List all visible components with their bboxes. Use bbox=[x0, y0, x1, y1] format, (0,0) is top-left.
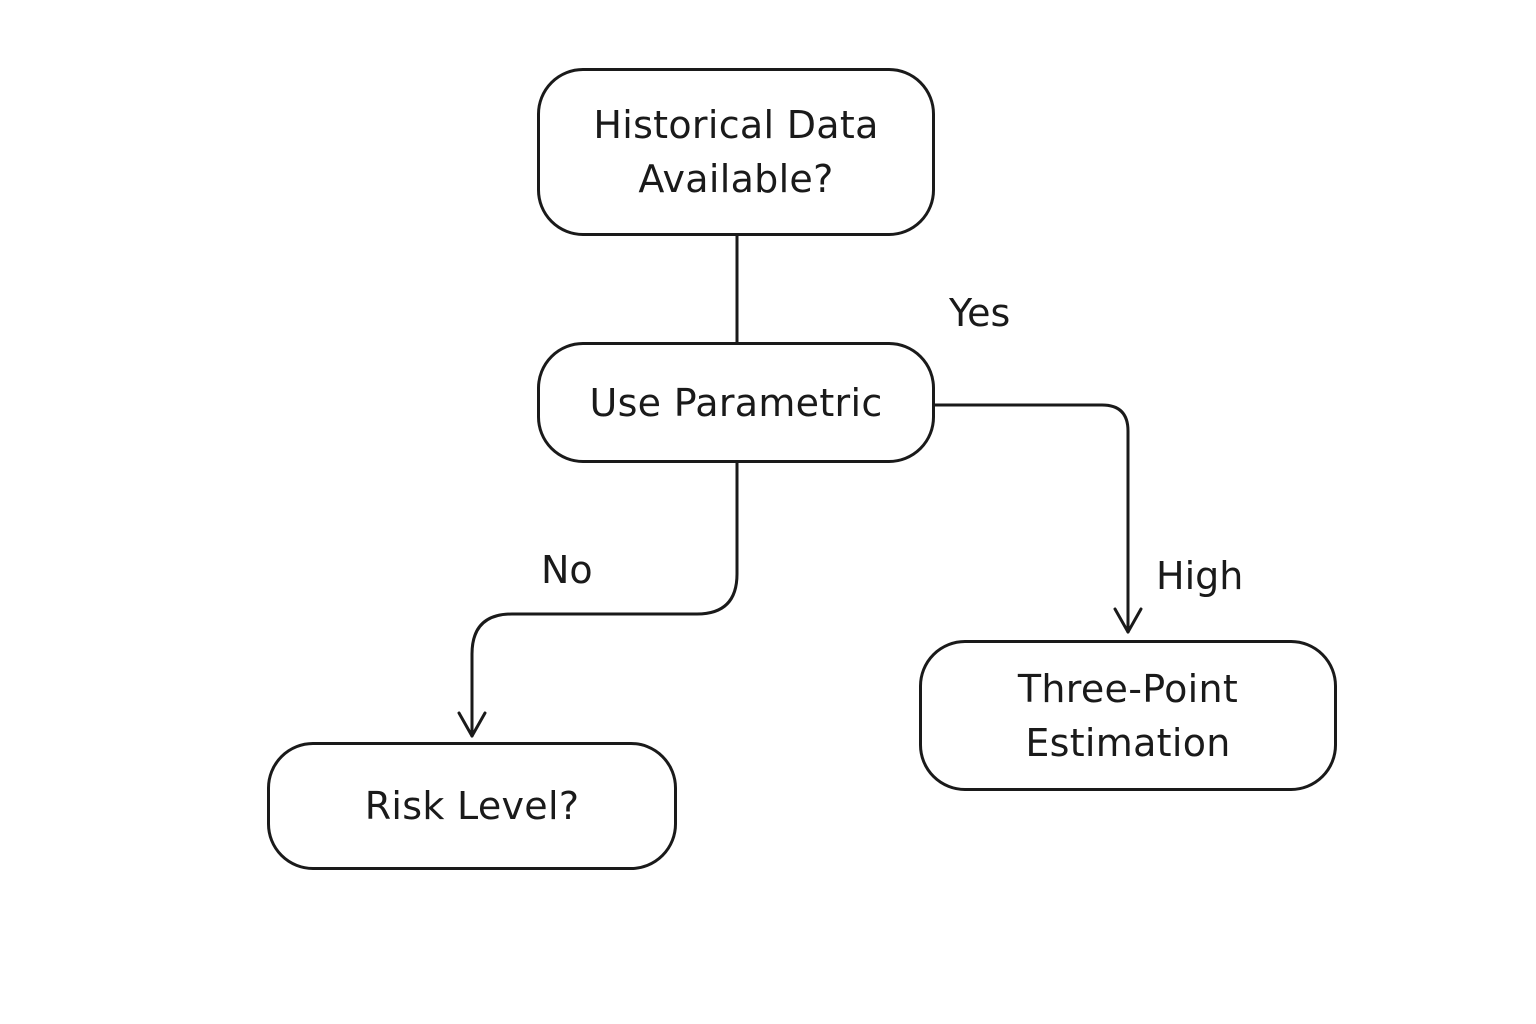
node-threepoint-line1: Three-Point bbox=[1017, 666, 1239, 711]
edge-label-no: No bbox=[541, 548, 593, 592]
node-risk-label: Risk Level? bbox=[364, 784, 580, 828]
connector-parametric-to-risk bbox=[470, 461, 739, 738]
node-historical-line2: Available? bbox=[638, 157, 834, 201]
edge-label-high: High bbox=[1156, 554, 1244, 598]
node-use-parametric: Use Parametric bbox=[537, 342, 935, 463]
node-parametric-label: Use Parametric bbox=[589, 380, 883, 425]
connector-parametric-to-threepoint bbox=[933, 403, 1130, 634]
node-threepoint-line2: Estimation bbox=[1025, 720, 1231, 765]
arrowhead-threepoint bbox=[1113, 607, 1143, 634]
node-historical-data-available: Historical Data Available? bbox=[537, 68, 935, 236]
arrowhead-risk bbox=[457, 711, 487, 738]
edge-label-yes: Yes bbox=[949, 291, 1011, 335]
node-three-point-estimation: Three-Point Estimation bbox=[919, 640, 1337, 791]
node-risk-level: Risk Level? bbox=[267, 742, 677, 870]
node-historical-line1: Historical Data bbox=[593, 103, 879, 147]
